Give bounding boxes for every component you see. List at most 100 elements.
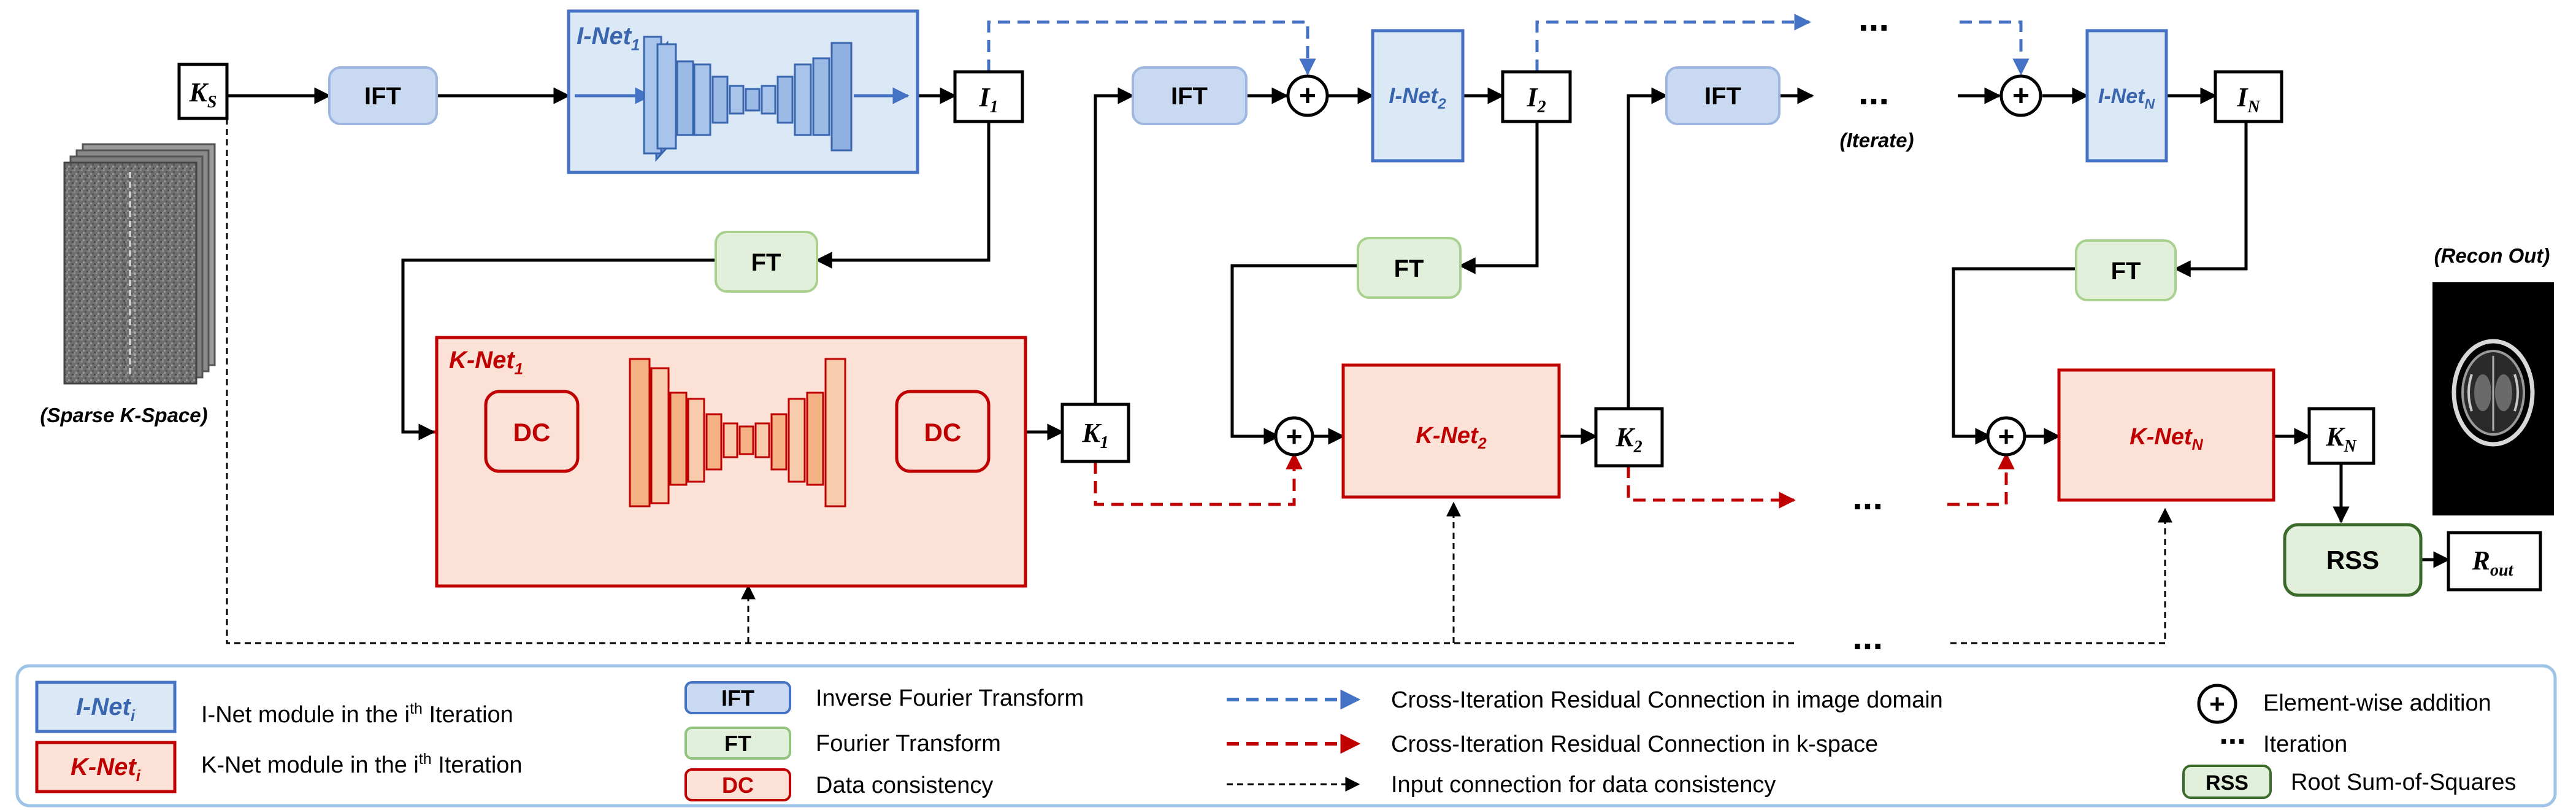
dc-box-1: DC: [484, 390, 580, 473]
legend-add-symbol: +: [2209, 689, 2225, 719]
legend-blue-dash-desc: Cross-Iteration Residual Connection in i…: [1391, 687, 1943, 713]
legend-ft-item: FT Fourier Transform: [684, 727, 1001, 760]
legend-dc-swatch: DC: [722, 773, 754, 798]
inetn-module: I-NetN: [2085, 29, 2168, 163]
legend-knet-th: th: [419, 750, 432, 768]
black-input-to-knetn: [1950, 507, 2172, 644]
legend-ft-swatch: FT: [724, 731, 751, 756]
svg-text:K2: K2: [1615, 422, 1642, 457]
legend-inet-desc: I-Net module in the i: [201, 702, 410, 728]
ellipsis-top-2: ...: [1858, 71, 1889, 112]
legend-blue-dash-item: Cross-Iteration Residual Connection in i…: [1227, 687, 1943, 713]
legend-black-dash-desc: Input connection for data consistency: [1391, 772, 1776, 798]
arrow-in-to-ft3: [2174, 122, 2248, 277]
arrow-k2-to-ift3: [1627, 87, 1668, 409]
blue-residual-2: [1535, 14, 1811, 72]
ft-box-2: FT: [1357, 237, 1462, 299]
node-i1-sub: 1: [990, 98, 999, 117]
ft-label-3: FT: [2111, 258, 2141, 285]
legend-ft-desc: Fourier Transform: [816, 731, 1001, 757]
add-node-4-symbol: +: [1998, 420, 2015, 452]
svg-text:K-Net2: K-Net2: [1416, 423, 1486, 452]
add-node-2: +: [1274, 416, 1314, 457]
legend-ift-desc: Inverse Fourier Transform: [816, 685, 1084, 711]
knetn-title: K-Net: [2129, 424, 2193, 450]
arrow-ft3-to-plus4: [1952, 267, 2076, 445]
svg-text:KS: KS: [189, 77, 217, 112]
ft-box-3: FT: [2075, 239, 2177, 301]
sparse-kspace-caption: (Sparse K-Space): [40, 404, 207, 426]
ft-box-1: FT: [715, 231, 818, 293]
legend-red-dash-desc: Cross-Iteration Residual Connection in k…: [1391, 731, 1878, 757]
sparse-kspace-image: [63, 143, 216, 385]
svg-text:K-NetN: K-NetN: [2129, 424, 2203, 453]
iterate-caption: (Iterate): [1839, 129, 1914, 152]
ift-box-1: IFT: [328, 66, 438, 125]
node-rout-main: R: [2472, 546, 2490, 576]
svg-text:K1: K1: [1081, 418, 1108, 452]
rss-box: RSS: [2283, 523, 2423, 597]
legend-iteration-symbol: ...: [2219, 716, 2245, 751]
arrow-k1-to-ift2: [1094, 87, 1135, 404]
node-i2: I2: [1501, 70, 1572, 123]
legend-knet-item: K-Neti K-Net module in the ith Iteration: [35, 741, 523, 793]
svg-text:KN: KN: [2325, 422, 2357, 456]
node-i2-sub: 2: [1537, 98, 1546, 117]
svg-text:K-Net1: K-Net1: [449, 347, 523, 378]
legend-black-dash-item: Input connection for data consistency: [1227, 772, 1776, 798]
legend-add-desc: Element-wise addition: [2263, 690, 2491, 716]
node-k1-sub: 1: [1100, 433, 1109, 452]
ift-label-2: IFT: [1171, 83, 1208, 110]
ellipsis-bottom: ...: [1852, 616, 1883, 657]
node-i2-main: I: [1526, 82, 1538, 112]
red-residual-3: [1947, 452, 2015, 506]
red-residual-1: [1094, 452, 1303, 506]
legend-inet-th: th: [410, 700, 423, 717]
ift-box-3: IFT: [1665, 66, 1781, 125]
svg-text:I-Neti: I-Neti: [76, 693, 136, 725]
knet1-unet-icon: [629, 358, 846, 507]
svg-text:I1: I1: [978, 82, 998, 117]
add-node-3: +: [1999, 74, 2042, 117]
add-node-4: +: [1986, 416, 2026, 457]
legend-dc-desc: Data consistency: [816, 773, 993, 798]
node-rout: Rout: [2447, 531, 2542, 592]
ft-label-1: FT: [751, 249, 781, 276]
svg-text:I-Net1: I-Net1: [577, 23, 640, 54]
inetn-title-sub: N: [2144, 96, 2155, 112]
legend-knet-desc: K-Net module in the i: [201, 752, 419, 778]
legend-inet-item: I-Neti I-Net module in the ith Iteration: [35, 681, 513, 733]
node-kn-sub: N: [2344, 437, 2358, 456]
arrow-i2-to-ft2: [1459, 122, 1539, 274]
node-in-sub: N: [2247, 98, 2261, 117]
recon-out-image: [2432, 282, 2554, 515]
svg-text:IN: IN: [2236, 82, 2261, 117]
legend-rss-item: RSS Root Sum-of-Squares: [2182, 765, 2517, 799]
inet2-title-sub: 2: [1437, 96, 1446, 112]
ift-box-2: IFT: [1132, 66, 1248, 125]
inet2-module: I-Net2: [1371, 29, 1465, 163]
node-i1-main: I: [978, 82, 991, 112]
legend-inet-swatch-sub: i: [131, 706, 136, 725]
knet1-title: K-Net: [449, 347, 515, 374]
svg-text:Rout: Rout: [2472, 546, 2514, 580]
ft-label-2: FT: [1394, 255, 1424, 282]
knet1-title-sub: 1: [515, 360, 523, 378]
node-in-main: I: [2236, 82, 2248, 112]
inet1-unet-icon: [575, 36, 910, 162]
legend-inet-iteration: Iteration: [423, 702, 513, 728]
svg-text:I-Net module in the ith Iterat: I-Net module in the ith Iteration: [201, 700, 513, 728]
knetn-title-sub: N: [2192, 436, 2204, 453]
knet2-title-sub: 2: [1478, 435, 1487, 452]
svg-text:K-Net module in the ith Iterat: K-Net module in the ith Iteration: [201, 750, 523, 778]
add-node-1-symbol: +: [1299, 80, 1316, 112]
node-rout-sub: out: [2490, 561, 2514, 580]
legend-dc-item: DC Data consistency: [684, 768, 993, 801]
add-node-3-symbol: +: [2012, 80, 2030, 112]
arrow-i1-to-ft1: [815, 122, 991, 269]
legend-iteration-desc: Iteration: [2263, 731, 2347, 757]
ift-label-3: IFT: [1704, 83, 1741, 110]
inet2-title: I-Net: [1389, 83, 1439, 108]
legend-ift-item: IFT Inverse Fourier Transform: [684, 681, 1084, 714]
